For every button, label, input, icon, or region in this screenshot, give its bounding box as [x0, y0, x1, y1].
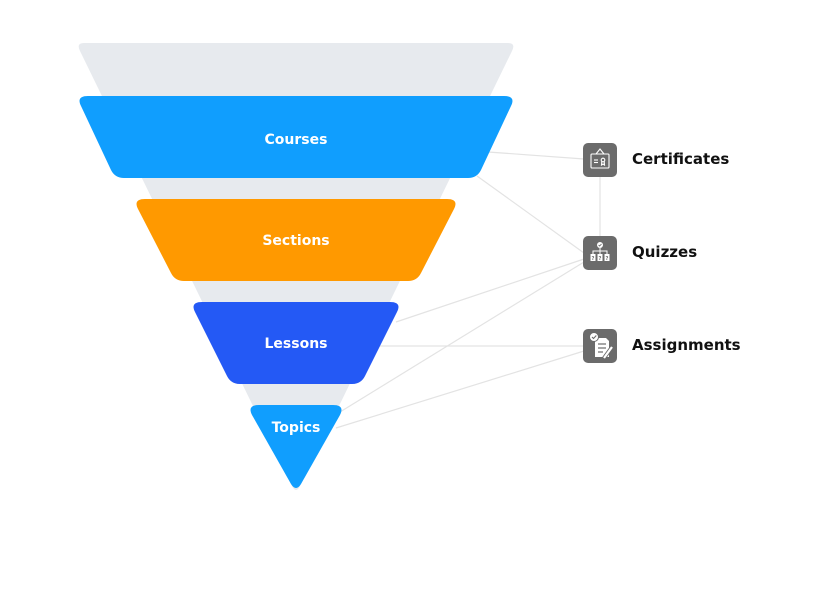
feature-certificates[interactable]: Certificates: [583, 143, 729, 177]
connector-lessons-quizzes: [395, 258, 585, 323]
stage-shape: [79, 96, 513, 178]
funnel-stage-courses[interactable]: Courses: [79, 96, 513, 178]
stage-shape: [250, 405, 342, 488]
svg-text:?: ?: [606, 256, 609, 262]
funnel-stage-lessons[interactable]: Lessons: [193, 302, 399, 384]
svg-text:?: ?: [599, 256, 602, 262]
stage-label: Courses: [265, 132, 328, 148]
quiz-hierarchy-icon: ? ? ?: [590, 242, 610, 262]
certificate-icon: [590, 148, 610, 169]
stage-label: Topics: [272, 420, 321, 436]
stage-label: Lessons: [265, 336, 328, 352]
connector-topics-assignments: [335, 350, 585, 429]
feature-assignments[interactable]: Assignments: [583, 329, 741, 363]
connector-courses-certificates: [487, 151, 585, 160]
funnel-stage-sections[interactable]: Sections: [136, 199, 456, 281]
assignment-icon: [589, 332, 614, 360]
connector-topics-quizzes: [339, 261, 585, 413]
connector-courses-quizzes: [476, 175, 585, 254]
stage-shape: [136, 199, 456, 281]
feature-label: Certificates: [632, 150, 729, 168]
funnel-stage-topics[interactable]: Topics: [250, 405, 342, 488]
stage-label: Sections: [262, 233, 329, 249]
stage-shape: [193, 302, 399, 384]
feature-quizzes[interactable]: ? ? ? Quizzes: [583, 236, 697, 270]
feature-label: Assignments: [632, 336, 741, 354]
connectors: [335, 151, 601, 429]
feature-icon-box: [583, 143, 617, 177]
feature-label: Quizzes: [632, 243, 697, 261]
svg-text:?: ?: [592, 256, 595, 262]
